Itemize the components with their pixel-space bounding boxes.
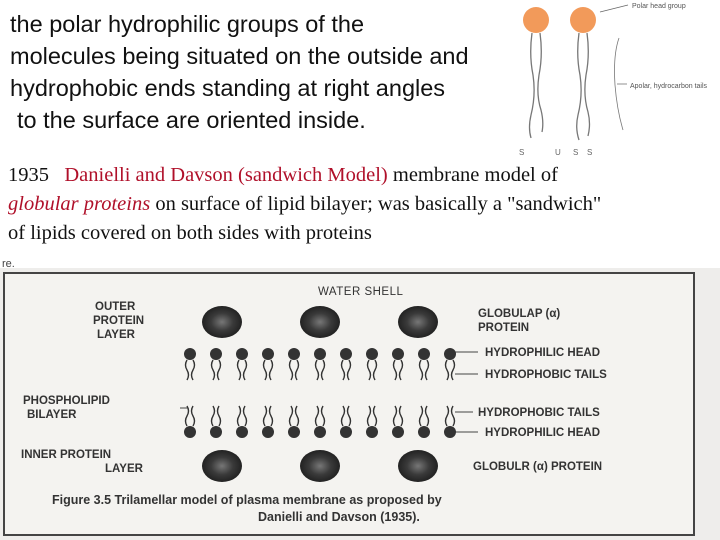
globular-protein xyxy=(202,450,242,482)
italic-term: globular proteins xyxy=(8,193,151,215)
year: 1935 xyxy=(8,164,49,186)
phospholipid-figure: Polar head group Apolar, hydrocarbon tai… xyxy=(519,3,708,157)
lower-lipid-tails xyxy=(184,405,456,427)
bottom-letter: S xyxy=(573,148,578,157)
phospholipid-molecule-left xyxy=(523,7,549,139)
hydrophobic-tails-label: HYDROPHOBIC TAILS xyxy=(478,407,600,419)
upper-lipid-heads xyxy=(184,348,456,360)
polar-head-label: Polar head group xyxy=(632,3,686,10)
globular-protein-top-label: PROTEIN xyxy=(478,322,529,334)
bottom-letter: U xyxy=(555,148,561,157)
intro-line: the polar hydrophilic groups of the xyxy=(10,11,365,37)
paragraph-text: on surface of lipid bilayer; was basical… xyxy=(150,193,602,215)
paragraph-line-2: globular proteins on surface of lipid bi… xyxy=(8,190,718,219)
hydrophilic-head-label: HYDROPHILIC HEAD xyxy=(485,347,600,359)
globular-protein-bottom-label: GLOBULR (α) PROTEIN xyxy=(473,461,602,473)
figure-caption: Figure 3.5 Trilamellar model of plasma m… xyxy=(52,493,442,507)
outer-protein-label: LAYER xyxy=(97,329,136,341)
model-name: Danielli and Davson (sandwich Model) xyxy=(64,164,388,186)
outer-protein-layer xyxy=(202,306,438,338)
inner-protein-label: LAYER xyxy=(105,463,144,475)
hydrophobic-tails-label: HYDROPHOBIC TAILS xyxy=(485,369,607,381)
intro-line: to the surface are oriented inside. xyxy=(17,107,366,133)
globular-protein xyxy=(202,306,242,338)
trilamellar-figure: WATER SHELL OUTER PROTEIN LAYER PHOSPHOL… xyxy=(0,268,720,540)
figure-caption: Danielli and Davson (1935). xyxy=(258,510,420,524)
hydrophilic-head-label: HYDROPHILIC HEAD xyxy=(485,427,600,439)
water-shell-label: WATER SHELL xyxy=(318,286,403,298)
lower-lipid-heads xyxy=(184,426,456,438)
phospholipid-molecule-right xyxy=(570,7,596,141)
inner-protein-label: INNER PROTEIN xyxy=(21,449,111,461)
outer-protein-label: PROTEIN xyxy=(93,315,144,327)
globular-protein xyxy=(300,450,340,482)
history-paragraph: 1935 Danielli and Davson (sandwich Model… xyxy=(8,161,718,248)
globular-protein xyxy=(398,306,438,338)
inner-protein-layer xyxy=(202,450,438,482)
apolar-bracket xyxy=(614,37,624,131)
bottom-letter: S xyxy=(587,148,592,157)
upper-lipid-tails xyxy=(184,359,456,381)
bottom-letter: S xyxy=(519,148,524,157)
fragment-text: re. xyxy=(2,258,15,270)
paragraph-text: membrane model of xyxy=(387,164,558,186)
phospholipid-label: PHOSPHOLIPID xyxy=(23,395,110,407)
outer-protein-label: OUTER xyxy=(95,301,136,313)
apolar-label: Apolar, hydrocarbon tails xyxy=(630,83,708,90)
intro-text: the polar hydrophilic groups of the mole… xyxy=(10,8,510,136)
figure-frame xyxy=(3,272,695,536)
paragraph-line-3: of lipids covered on both sides with pro… xyxy=(8,222,372,244)
globular-protein xyxy=(300,306,340,338)
paragraph-line-1: 1935 Danielli and Davson (sandwich Model… xyxy=(8,161,718,190)
globular-protein-top-label: GLOBULAP (α) xyxy=(478,308,560,320)
intro-line: molecules being situated on the outside … xyxy=(10,43,469,69)
polar-head-arrow xyxy=(599,4,629,13)
intro-line: hydrophobic ends standing at right angle… xyxy=(10,75,446,101)
globular-protein xyxy=(398,450,438,482)
phospholipid-label: BILAYER xyxy=(27,409,77,421)
